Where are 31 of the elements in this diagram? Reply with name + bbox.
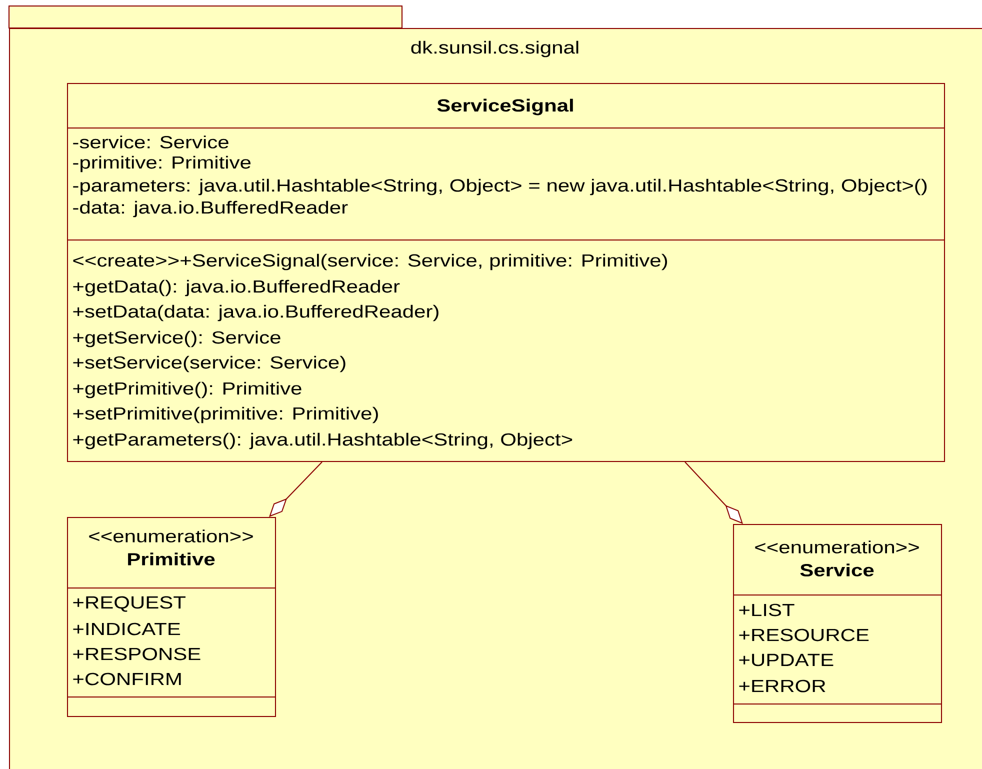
class-box: [66, 83, 945, 462]
stereotype-label: <<enumeration>>: [89, 530, 253, 542]
member-text: +getData(): java.io.BufferedReader: [73, 280, 400, 296]
class-box: [66, 517, 276, 717]
aggregation-line: [269, 462, 322, 517]
class-name: Primitive: [128, 552, 215, 566]
member-text: +setService(service: Service): [73, 356, 346, 372]
member-text: +getService(): Service: [73, 330, 280, 348]
member-text: -parameters: java.util.Hashtable<String, Object> = new java.util.Hashtable<String, Object>(): [73, 178, 927, 196]
member-text: +getPrimitive(): Primitive: [73, 382, 302, 398]
member-text: +setData(data: java.io.BufferedReader): [73, 304, 438, 322]
package-name: dk.sunsil.cs.signal: [411, 40, 578, 58]
member-text: +ERROR: [739, 680, 826, 692]
member-text: -data: java.io.BufferedReader: [73, 200, 348, 218]
member-text: +REQUEST: [73, 596, 186, 612]
member-text: +CONFIRM: [73, 672, 181, 686]
member-text: +RESPONSE: [73, 648, 200, 660]
member-text: +INDICATE: [73, 622, 180, 636]
member-text: +setPrimitive(primitive: Primitive): [73, 406, 378, 424]
member-text: +RESOURCE: [739, 628, 869, 642]
member-text: -service: Service: [73, 136, 228, 148]
member-text: <<create>>+ServiceSignal(service: Service, primitive: Primitive): [73, 254, 667, 270]
class-name: Service: [800, 564, 874, 576]
member-text: +LIST: [739, 604, 794, 616]
class-name: ServiceSignal: [437, 98, 573, 116]
stereotype-label: <<enumeration>>: [755, 540, 919, 554]
aggregation-line: [684, 462, 743, 524]
member-text: +UPDATE: [739, 654, 834, 666]
class-box: [732, 524, 942, 723]
member-text: -primitive: Primitive: [73, 156, 251, 172]
member-text: +getParameters(): java.util.Hashtable<String, Object>: [73, 432, 572, 450]
